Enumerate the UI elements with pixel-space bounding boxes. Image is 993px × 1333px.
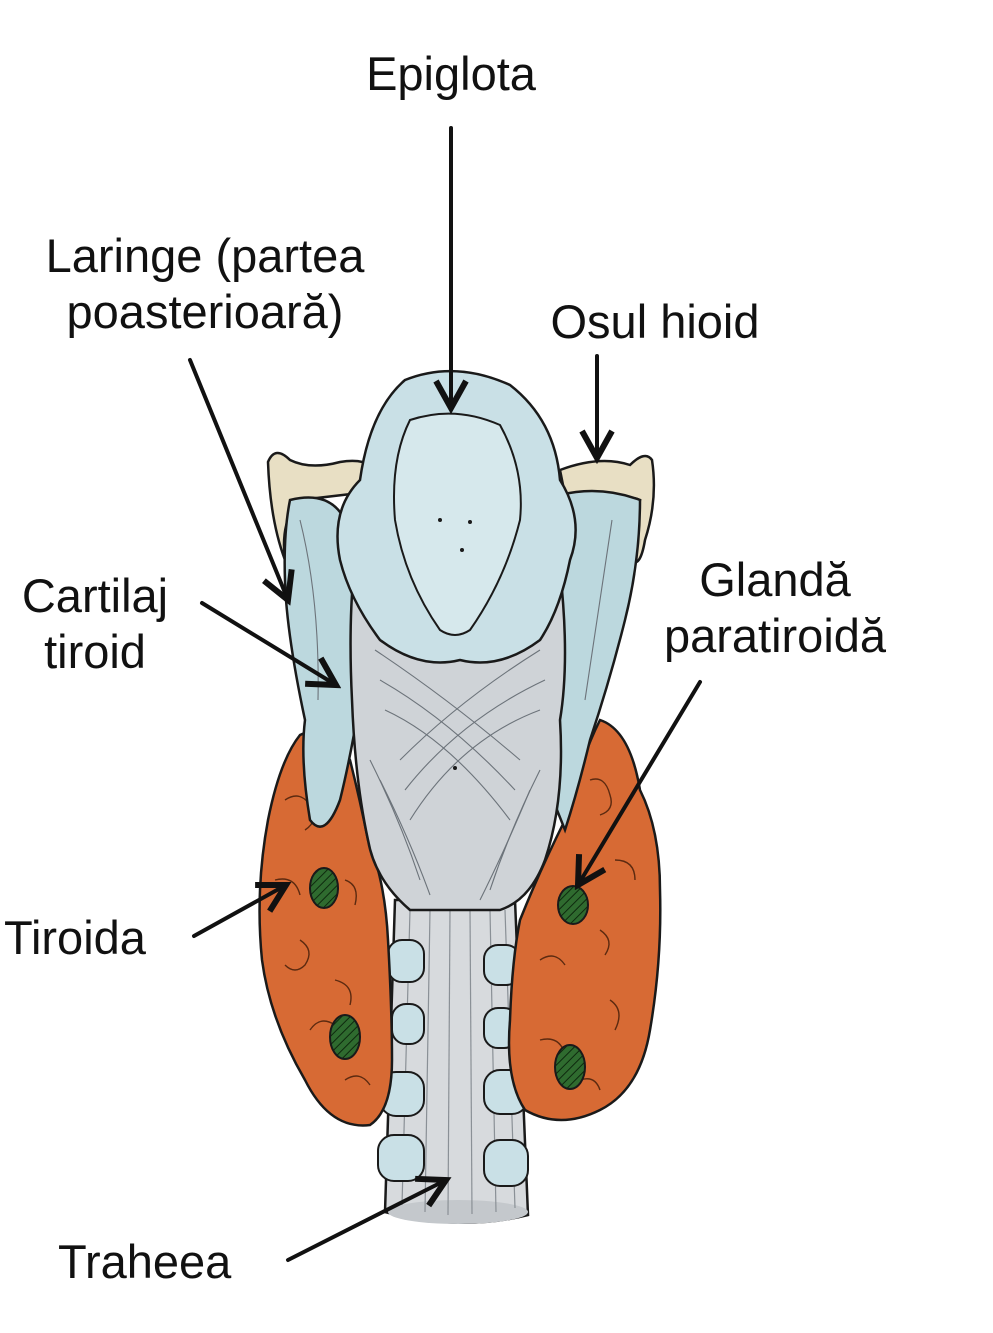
label-thyroid-text: Tiroida [4,910,194,966]
label-parathyroid-line2: paratiroidă [630,608,920,664]
label-epiglottis-text: Epiglota [340,46,562,102]
trachea-base-shadow [388,1200,528,1224]
label-thyroid-cartilage-line1: Cartilaj [0,568,190,624]
label-trachea: Traheea [58,1234,278,1290]
label-parathyroid: Glandă paratiroidă [630,552,920,664]
parathyroid-right-upper [558,886,588,924]
label-larynx-line2: poasterioară) [0,284,410,340]
label-trachea-text: Traheea [58,1234,278,1290]
parathyroid-left-lower [330,1015,360,1059]
trachea [378,900,528,1224]
parathyroid-left-upper [310,868,338,908]
parathyroid-right-lower [555,1045,585,1089]
label-parathyroid-line1: Glandă [630,552,920,608]
label-larynx-line1: Laringe (partea [0,228,410,284]
label-thyroid-cartilage-line2: tiroid [0,624,190,680]
label-hyoid: Osul hioid [520,294,790,350]
label-thyroid-cartilage: Cartilaj tiroid [0,568,190,680]
label-hyoid-text: Osul hioid [520,294,790,350]
label-larynx: Laringe (partea poasterioară) [0,228,410,340]
label-thyroid: Tiroida [4,910,194,966]
label-epiglottis: Epiglota [340,46,562,102]
